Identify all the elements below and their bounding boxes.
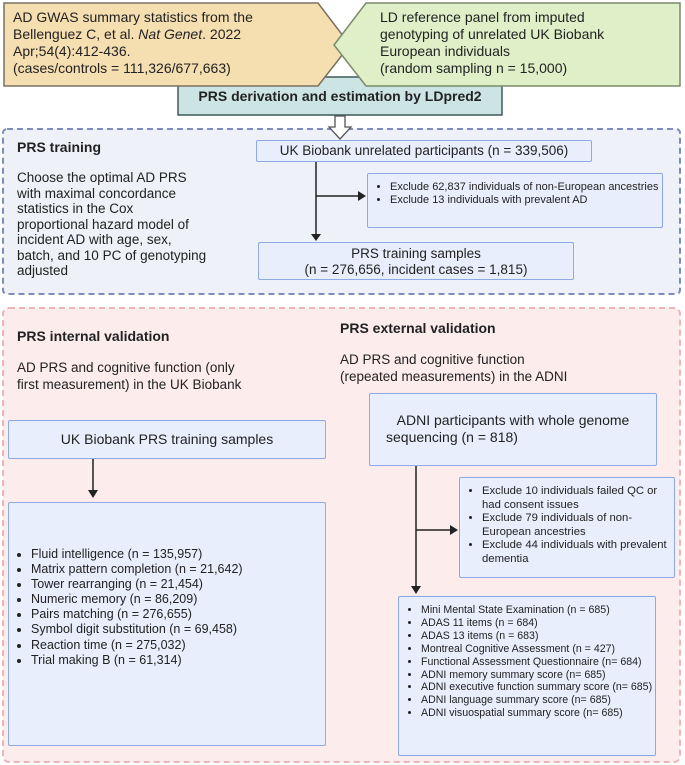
external-measures-box: Mini Mental State Examination (n = 685) …	[398, 596, 656, 756]
ld-box-shape	[333, 2, 681, 87]
training-exclusion-list: Exclude 62,837 individuals of non-Europe…	[368, 181, 662, 206]
gwas-year: . 2022	[202, 26, 242, 42]
test-item: Reaction time (n = 275,032)	[31, 638, 325, 653]
test-item: Trial making B (n = 61,314)	[31, 653, 325, 668]
down-arrow-icon	[327, 115, 353, 140]
measure-item: Montreal Cognitive Assessment (n = 427)	[421, 643, 655, 656]
test-item: Fluid intelligence (n = 135,957)	[31, 547, 325, 562]
exclusion-item: Exclude 44 individuals with prevalent de…	[482, 539, 674, 566]
exclusion-item: Exclude 10 individuals failed QC or had …	[482, 485, 674, 512]
description-line: AD PRS and cognitive function	[340, 352, 525, 367]
measure-item: ADNI language summary score (n= 685)	[421, 694, 655, 707]
training-samples-title: PRS training samples	[351, 246, 481, 261]
measure-item: ADAS 11 items (n = 684)	[421, 617, 655, 630]
gwas-box-shape	[3, 2, 351, 87]
test-item: Matrix pattern completion (n = 21,642)	[31, 562, 325, 577]
measure-item: ADNI memory summary score (n= 685)	[421, 669, 655, 682]
gwas-box-text: AD GWAS summary statistics from the Bell…	[13, 9, 253, 77]
arrowhead-icon	[88, 490, 98, 498]
gwas-authors: Bellenguez C, et al.	[13, 26, 139, 42]
training-samples-count: (n = 276,656, incident cases = 1,815)	[304, 262, 528, 277]
test-item: Tower rearranging (n = 21,454)	[31, 577, 325, 592]
ld-line: European individuals	[380, 43, 510, 59]
description-line: statistics in the Cox	[17, 201, 134, 216]
arrowhead-icon	[411, 586, 421, 594]
internal-samples-label: UK Biobank PRS training samples	[60, 431, 274, 447]
description-line: incident AD with age, sex,	[17, 232, 172, 247]
training-samples-box: PRS training samples (n = 276,656, incid…	[258, 242, 574, 280]
gwas-journal: Nat Genet	[138, 26, 203, 42]
external-participants-box: ADNI participants with whole genome sequ…	[369, 393, 657, 466]
training-heading: PRS training	[17, 139, 102, 155]
internal-heading: PRS internal validation	[17, 328, 170, 344]
external-exclusion-box: Exclude 10 individuals failed QC or had …	[459, 477, 675, 578]
exclusion-item: Exclude 13 individuals with prevalent AD	[390, 194, 662, 207]
external-heading: PRS external validation	[340, 320, 496, 336]
arrowhead-icon	[358, 191, 366, 201]
test-item: Pairs matching (n = 276,655)	[31, 607, 325, 622]
measure-item: Mini Mental State Examination (n = 685)	[421, 604, 655, 617]
internal-test-list: Fluid intelligence (n = 135,957) Matrix …	[9, 547, 325, 668]
ld-line: LD reference panel from imputed	[380, 9, 585, 25]
external-participants-count: sequencing (n = 818)	[386, 429, 518, 445]
external-exclusion-list: Exclude 10 individuals failed QC or had …	[460, 485, 674, 566]
gwas-line: (cases/controls = 111,326/677,663)	[13, 60, 231, 76]
description-line: AD PRS and cognitive function (only	[17, 360, 235, 375]
description-line: with maximal concordance	[17, 185, 177, 201]
internal-samples-box: UK Biobank PRS training samples	[8, 420, 326, 459]
measure-item: ADNI executive function summary score (n…	[421, 681, 655, 694]
description-line: (repeated measurements) in the ADNI	[340, 368, 568, 384]
test-item: Numeric memory (n = 86,209)	[31, 592, 325, 607]
description-line: batch, and 10 PC of genotyping	[17, 247, 207, 263]
measure-item: Functional Assessment Questionnaire (n= …	[421, 656, 655, 669]
exclusion-item: Exclude 62,837 individuals of non-Europe…	[390, 181, 662, 194]
external-measure-list: Mini Mental State Examination (n = 685) …	[399, 604, 655, 720]
ld-line: (random sampling n = 15,000)	[380, 60, 568, 76]
arrowhead-icon	[311, 234, 321, 241]
description-line: Choose the optimal AD PRS	[17, 170, 187, 185]
description-line: first measurement) in the UK Biobank	[17, 376, 242, 392]
gwas-line: Apr;54(4):412-436.	[13, 43, 131, 59]
test-item: Symbol digit substitution (n = 69,458)	[31, 622, 325, 637]
measure-item: ADNI visuospatial summary score (n= 685)	[421, 707, 655, 720]
ld-line: genotyping of unrelated UK Biobank	[380, 26, 605, 42]
description-line: adjusted	[17, 263, 69, 278]
gwas-citation: Bellenguez C, et al. Nat Genet. 2022	[13, 26, 253, 43]
derivation-title: PRS derivation and estimation by LDpred2	[198, 88, 482, 104]
measure-item: ADAS 13 items (n = 683)	[421, 630, 655, 643]
description-line: proportional hazard model of	[17, 216, 189, 232]
training-exclusion-box: Exclude 62,837 individuals of non-Europe…	[367, 173, 663, 228]
arrowhead-icon	[450, 525, 458, 535]
external-participants-title: ADNI participants with whole genome	[396, 412, 630, 428]
training-participants-box: UK Biobank unrelated participants (n = 3…	[256, 140, 592, 162]
internal-description: AD PRS and cognitive function (only firs…	[17, 360, 241, 393]
training-description: Choose the optimal AD PRS with maximal c…	[17, 170, 206, 279]
gwas-line: AD GWAS summary statistics from the	[13, 9, 253, 25]
training-participants-label: UK Biobank unrelated participants (n = 3…	[279, 143, 569, 158]
ld-box-text: LD reference panel from imputed genotypi…	[380, 9, 604, 77]
exclusion-item: Exclude 79 individuals of non-European a…	[482, 512, 674, 539]
external-description: AD PRS and cognitive function (repeated …	[340, 352, 567, 385]
internal-tests-box: Fluid intelligence (n = 135,957) Matrix …	[8, 502, 326, 746]
